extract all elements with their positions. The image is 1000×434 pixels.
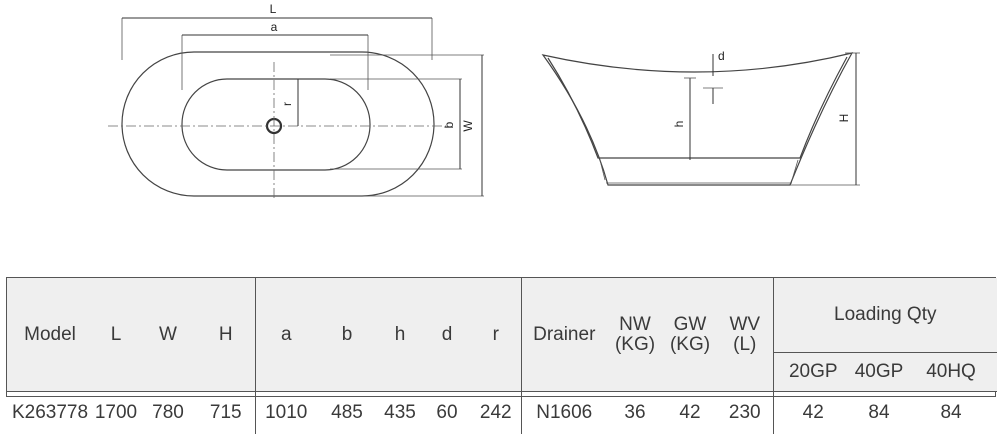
table-row: K263778 1700 780 715 1010 485 435 60 242… bbox=[7, 392, 997, 434]
header-r: r bbox=[471, 278, 521, 392]
value-d: 60 bbox=[423, 392, 471, 434]
header-nw-line1: NW bbox=[607, 315, 663, 335]
value-40hq: 84 bbox=[905, 392, 997, 434]
header-wv-line1: WV bbox=[717, 315, 773, 335]
header-gw-line1: GW bbox=[663, 315, 717, 335]
header-loading-qty: Loading Qty bbox=[773, 278, 997, 353]
dimension-r-label: r bbox=[280, 102, 294, 106]
header-wv-line2: (L) bbox=[717, 335, 773, 355]
header-b: b bbox=[317, 278, 377, 392]
value-model: K263778 bbox=[7, 392, 93, 434]
dimension-W-label: W bbox=[461, 120, 475, 132]
dimension-a-label: a bbox=[271, 20, 278, 34]
value-b: 485 bbox=[317, 392, 377, 434]
header-gw-line2: (KG) bbox=[663, 335, 717, 355]
header-nw-line2: (KG) bbox=[607, 335, 663, 355]
header-20gp: 20GP bbox=[773, 353, 853, 392]
header-L: L bbox=[93, 278, 139, 392]
value-h: 435 bbox=[377, 392, 423, 434]
header-d: d bbox=[423, 278, 471, 392]
dimension-H-label: H bbox=[837, 114, 851, 123]
dimension-h-label: h bbox=[672, 121, 686, 128]
value-H: 715 bbox=[197, 392, 255, 434]
header-40hq: 40HQ bbox=[905, 353, 997, 392]
spec-table: Model L W H a b h d r Drainer NW (KG) GW… bbox=[6, 277, 996, 397]
header-wv: WV (L) bbox=[717, 278, 773, 392]
value-wv: 230 bbox=[717, 392, 773, 434]
value-drainer: N1606 bbox=[521, 392, 607, 434]
header-nw: NW (KG) bbox=[607, 278, 663, 392]
side-view: d h H bbox=[543, 49, 860, 185]
header-model: Model bbox=[7, 278, 93, 392]
value-gw: 42 bbox=[663, 392, 717, 434]
header-h: h bbox=[377, 278, 423, 392]
dimension-L-label: L bbox=[270, 2, 277, 16]
header-W: W bbox=[139, 278, 197, 392]
value-W: 780 bbox=[139, 392, 197, 434]
header-H: H bbox=[197, 278, 255, 392]
header-40gp: 40GP bbox=[853, 353, 905, 392]
top-view: L a r b W bbox=[108, 2, 484, 200]
tub-side-outer bbox=[543, 53, 852, 185]
value-r: 242 bbox=[471, 392, 521, 434]
value-L: 1700 bbox=[93, 392, 139, 434]
dimension-d-label: d bbox=[718, 49, 725, 63]
value-20gp: 42 bbox=[773, 392, 853, 434]
technical-drawing: L a r b W d h bbox=[0, 0, 1000, 260]
header-a: a bbox=[255, 278, 317, 392]
value-nw: 36 bbox=[607, 392, 663, 434]
value-40gp: 84 bbox=[853, 392, 905, 434]
header-drainer: Drainer bbox=[521, 278, 607, 392]
dimension-b-label: b bbox=[442, 121, 456, 128]
value-a: 1010 bbox=[255, 392, 317, 434]
header-gw: GW (KG) bbox=[663, 278, 717, 392]
